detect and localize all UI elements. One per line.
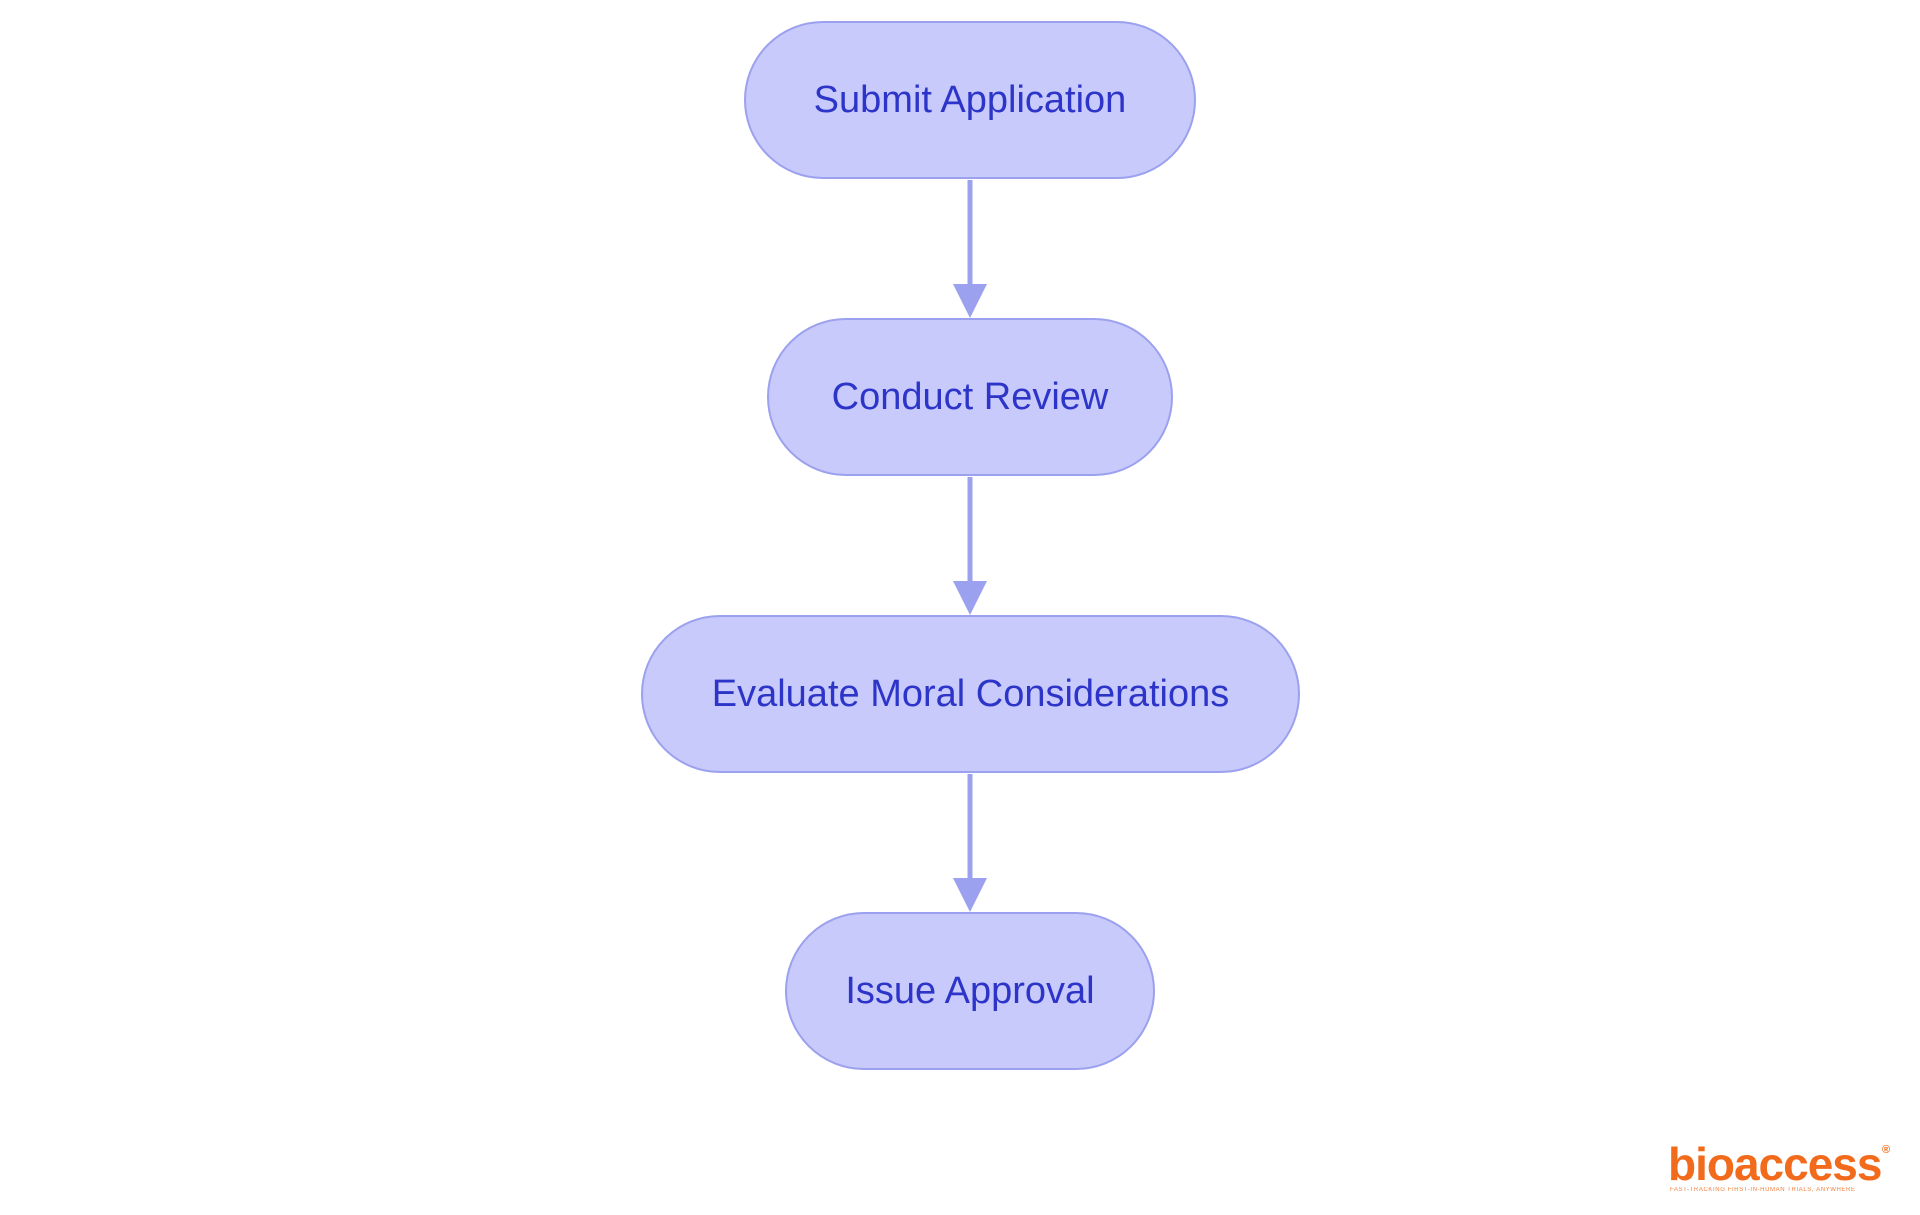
node-label: Conduct Review bbox=[831, 375, 1109, 418]
edge-evaluate-to-approval bbox=[953, 774, 987, 912]
arrowhead-icon bbox=[953, 284, 987, 318]
arrowhead-icon bbox=[953, 878, 987, 912]
logo-wordmark: bioaccess bbox=[1668, 1138, 1882, 1190]
node-evaluate-moral-considerations: Evaluate Moral Considerations bbox=[641, 615, 1300, 773]
node-conduct-review: Conduct Review bbox=[767, 318, 1173, 476]
logo-registered-mark: ® bbox=[1882, 1144, 1891, 1156]
node-label: Issue Approval bbox=[845, 969, 1095, 1012]
logo-tagline: FAST-TRACKING FIRST-IN-HUMAN TRIALS, ANY… bbox=[1670, 1187, 1856, 1193]
node-issue-approval: Issue Approval bbox=[785, 912, 1155, 1070]
node-label: Evaluate Moral Considerations bbox=[711, 672, 1230, 715]
edge-submit-to-review bbox=[953, 180, 987, 318]
node-submit-application: Submit Application bbox=[744, 21, 1196, 179]
arrowhead-icon bbox=[953, 581, 987, 615]
edge-review-to-evaluate bbox=[953, 477, 987, 615]
bioaccess-logo: bioaccess ® FAST-TRACKING FIRST-IN-HUMAN… bbox=[1668, 1140, 1893, 1196]
node-label: Submit Application bbox=[813, 78, 1127, 121]
